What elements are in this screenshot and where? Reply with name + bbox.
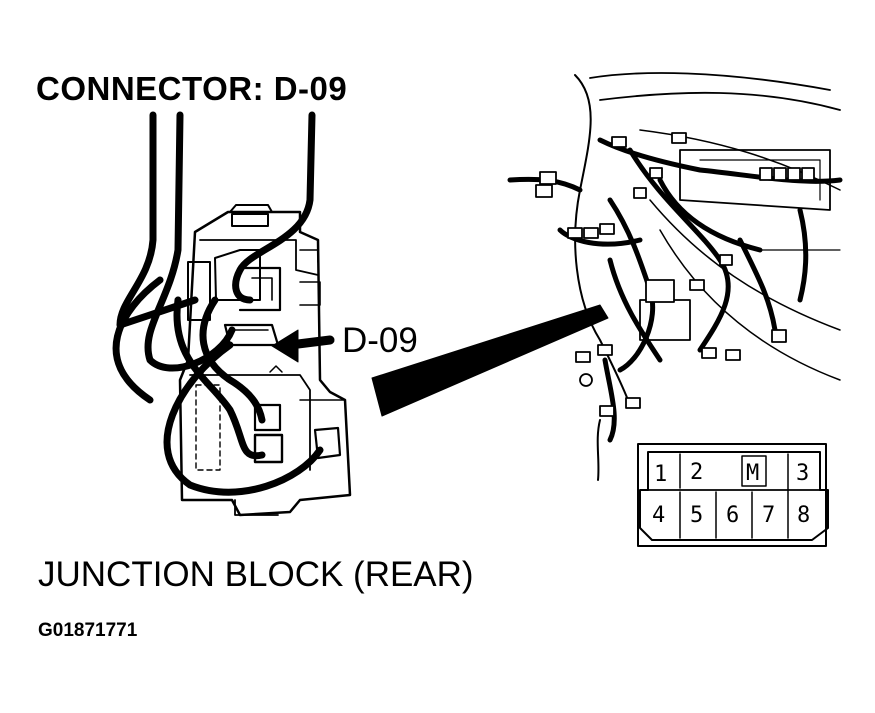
d09-pointer-arrow xyxy=(271,329,335,363)
pin-label-7: 7 xyxy=(762,503,775,528)
pin-label-2: 2 xyxy=(690,460,703,485)
pin-label-4: 4 xyxy=(652,503,665,528)
figure-caption: JUNCTION BLOCK (REAR) xyxy=(38,555,474,594)
pin-label-6: 6 xyxy=(726,503,739,528)
wire-harness xyxy=(112,111,324,496)
pin-label-8: 8 xyxy=(797,503,810,528)
figure-id: G01871771 xyxy=(38,620,138,641)
connector-pin-labels: 1 2 M 3 4 5 6 7 8 xyxy=(652,460,810,528)
pin-label-m: M xyxy=(746,461,759,486)
pin-label-3: 3 xyxy=(796,461,809,486)
callout-d09-label: D-09 xyxy=(342,321,418,360)
dashboard-connectors xyxy=(535,132,815,417)
dashboard-harness-illustration xyxy=(574,72,841,481)
pin-label-1: 1 xyxy=(654,462,667,487)
connector-title: CONNECTOR: D-09 xyxy=(36,70,348,107)
location-pointer xyxy=(371,304,609,417)
dashboard-wires xyxy=(507,137,843,443)
pin-label-5: 5 xyxy=(690,503,703,528)
connector-face-diagram xyxy=(637,443,829,547)
